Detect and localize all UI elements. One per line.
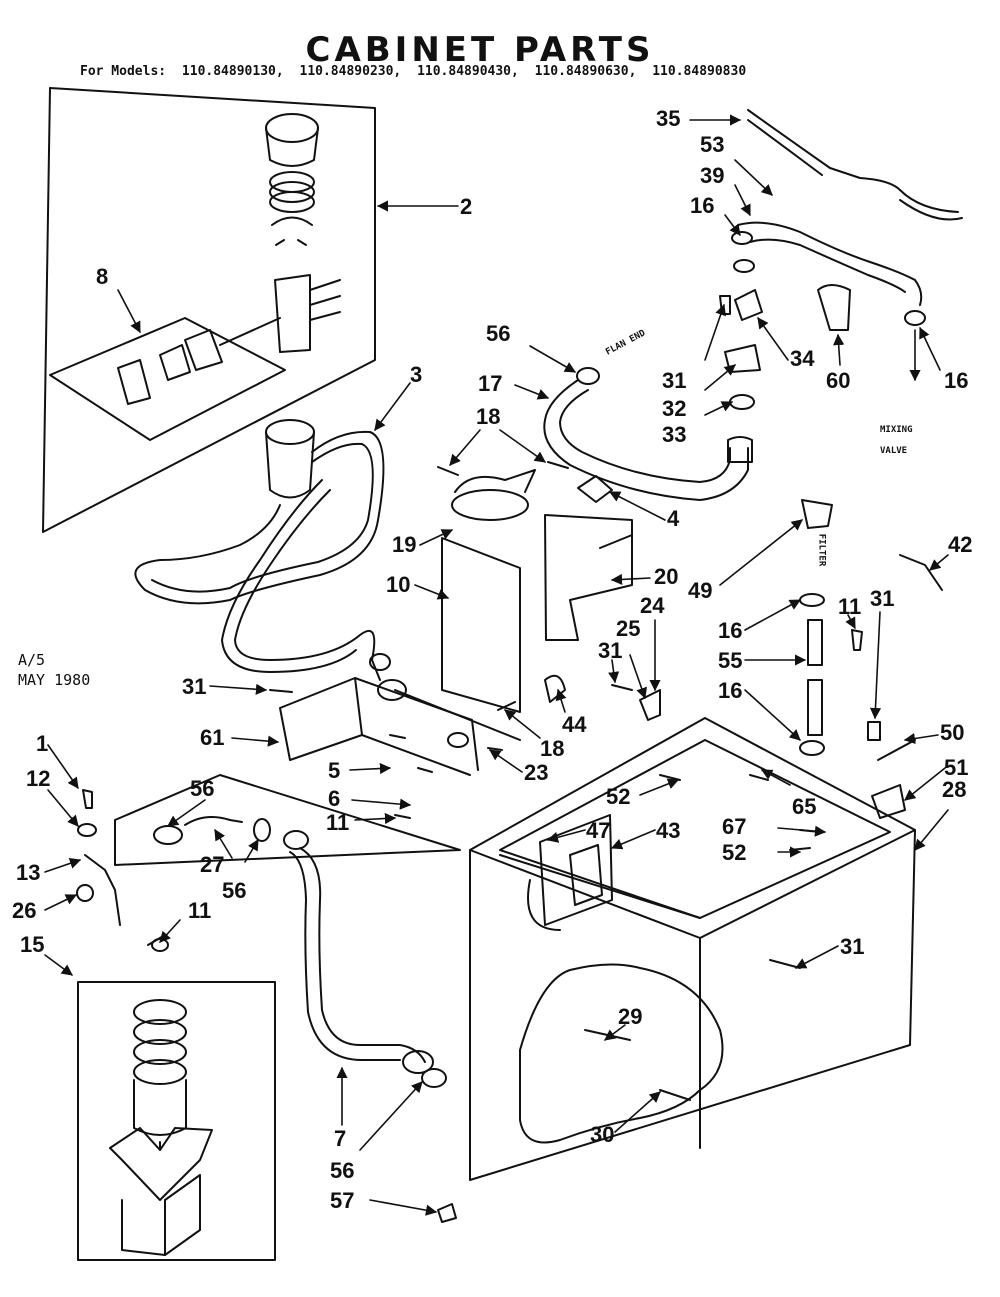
small-fasteners	[269, 629, 916, 819]
callout-5: 5	[328, 758, 341, 783]
callout-11: 11	[188, 898, 212, 923]
callout-16: 16	[944, 368, 969, 393]
callout-7: 7	[334, 1126, 347, 1151]
part-39-mixing-valve-hose	[719, 109, 963, 410]
callout-32: 32	[662, 396, 687, 421]
mixing-valve-label-line2: VALVE	[880, 446, 908, 456]
callout-60: 60	[826, 368, 851, 393]
leader-arrows	[44, 114, 949, 1216]
callout-11: 11	[838, 594, 862, 619]
callout-2: 2	[460, 194, 473, 219]
filter-tag: FILTER	[816, 533, 827, 567]
callout-52: 52	[606, 784, 631, 809]
callout-10: 10	[386, 572, 411, 597]
callout-47: 47	[586, 818, 611, 843]
callout-20: 20	[654, 564, 679, 589]
revision-code: A/5	[18, 651, 46, 669]
callout-56: 56	[190, 776, 215, 801]
part-7-drain-hose	[283, 830, 457, 1223]
callout-34: 34	[790, 346, 815, 371]
callout-42: 42	[948, 532, 973, 557]
callout-27: 27	[200, 852, 225, 877]
callout-57: 57	[330, 1188, 355, 1213]
mixing-valve-label-line1: MIXING	[880, 425, 913, 435]
callout-31: 31	[598, 638, 623, 663]
model-number: 110.84890630,	[534, 64, 637, 79]
model-number: 110.84890430,	[417, 64, 519, 79]
callout-26: 26	[12, 898, 37, 923]
model-number: 110.84890230,	[299, 64, 402, 79]
part-55-tube	[799, 499, 943, 756]
callout-16: 16	[718, 678, 743, 703]
callout-56: 56	[222, 878, 247, 903]
callout-19: 19	[392, 532, 417, 557]
page-title: CABINET PARTS	[305, 30, 655, 70]
part-17-hose	[543, 367, 753, 501]
callout-55: 55	[718, 648, 743, 673]
callout-3: 3	[410, 362, 423, 387]
callout-13: 13	[16, 860, 41, 885]
callout-44: 44	[562, 712, 587, 737]
callout-56: 56	[330, 1158, 355, 1183]
callout-6: 6	[328, 786, 341, 811]
callout-18: 18	[540, 736, 565, 761]
callout-23: 23	[524, 760, 549, 785]
callout-30: 30	[590, 1122, 615, 1147]
callout-43: 43	[656, 818, 681, 843]
callout-4: 4	[667, 506, 680, 531]
callout-67: 67	[722, 814, 747, 839]
callout-65: 65	[792, 794, 817, 819]
revision-date: MAY 1980	[18, 671, 91, 689]
callout-31: 31	[182, 674, 207, 699]
callout-24: 24	[640, 593, 665, 618]
callout-31: 31	[840, 934, 865, 959]
callout-50: 50	[940, 720, 965, 745]
model-number: 110.84890130,	[181, 64, 284, 79]
callout-39: 39	[700, 163, 725, 188]
callout-15: 15	[20, 932, 45, 957]
callout-61: 61	[200, 725, 225, 750]
callout-35: 35	[656, 106, 681, 131]
callout-11: 11	[326, 810, 350, 835]
models-prefix: For Models:	[80, 64, 167, 79]
callout-56: 56	[486, 321, 511, 346]
part-3-hose-assembly	[134, 419, 407, 701]
callout-53: 53	[700, 132, 725, 157]
callout-25: 25	[616, 616, 641, 641]
callout-31: 31	[662, 368, 687, 393]
callout-16: 16	[690, 193, 715, 218]
callout-31: 31	[870, 586, 895, 611]
part-61-bracket	[279, 677, 521, 776]
callout-49: 49	[688, 578, 713, 603]
model-number: 110.84890830	[652, 64, 747, 79]
callout-18: 18	[476, 404, 501, 429]
callout-8: 8	[96, 264, 109, 289]
inset-box-part-15	[77, 981, 276, 1261]
callout-51: 51	[944, 755, 969, 780]
callout-33: 33	[662, 422, 687, 447]
callout-28: 28	[942, 777, 967, 802]
revision-stamp: A/5 MAY 1980	[18, 650, 90, 690]
models-line: For Models: 110.84890130, 110.84890230, …	[80, 64, 960, 79]
callout-1: 1	[36, 731, 49, 756]
inset-box-filter-assembly	[42, 87, 376, 533]
callout-52: 52	[722, 840, 747, 865]
left-small-parts	[76, 774, 461, 952]
callout-12: 12	[26, 766, 51, 791]
callout-29: 29	[618, 1004, 643, 1029]
washer-cabinet	[469, 717, 916, 1181]
part-19-20-valve-and-bracket	[437, 461, 633, 713]
callout-17: 17	[478, 371, 503, 396]
callout-16: 16	[718, 618, 743, 643]
